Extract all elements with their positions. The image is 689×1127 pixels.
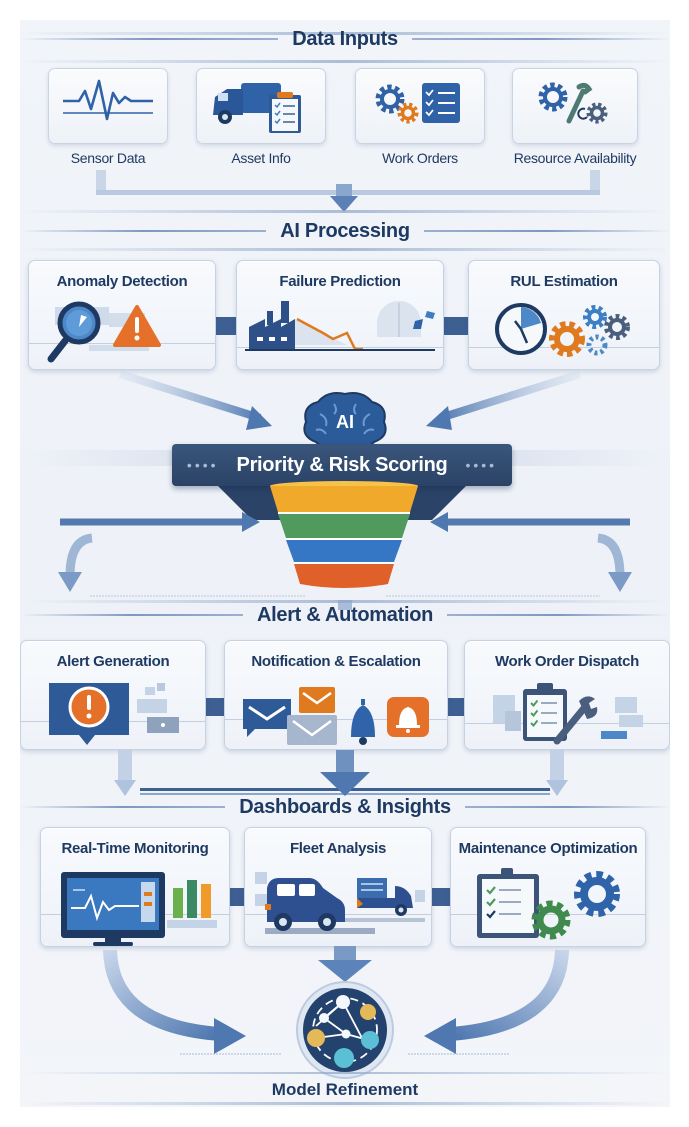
scoring-title: Priority & Risk Scoring (236, 453, 448, 476)
brain-label: AI (336, 412, 354, 432)
card-connector (444, 317, 468, 335)
header-line (20, 806, 226, 808)
checklist-gears-icon (477, 868, 620, 940)
card-title: Real-Time Monitoring (61, 840, 209, 857)
priority-risk-scoring-bar[interactable]: •••• Priority & Risk Scoring •••• (172, 444, 512, 486)
header-line (20, 230, 267, 232)
truck-clipboard-icon (213, 83, 301, 133)
factory-decline-icon (245, 301, 435, 351)
merge-arrow (114, 750, 568, 796)
divider (20, 600, 670, 603)
divider (20, 1072, 670, 1074)
card-work-order-dispatch[interactable]: Work Order Dispatch (464, 640, 670, 750)
input-label: Asset Info (231, 150, 291, 166)
card-baseline (237, 347, 443, 348)
gears-wrench-icon (538, 82, 608, 124)
card-connector (206, 698, 224, 716)
card-title: Maintenance Optimization (458, 840, 638, 857)
input-label: Sensor Data (70, 150, 146, 166)
monitor-chart-icon (61, 872, 217, 946)
section-title: Data Inputs (292, 27, 398, 50)
header-line (20, 614, 243, 616)
card-box (512, 68, 638, 144)
funnel-icon (270, 481, 418, 588)
input-card-sensor-data[interactable] (48, 68, 168, 144)
divider (20, 248, 670, 251)
mail-bell-icon (243, 687, 429, 745)
card-maintenance-optimization[interactable]: Maintenance Optimization (450, 827, 646, 947)
model-refinement-title: Model Refinement (271, 1080, 419, 1099)
card-box (48, 68, 168, 144)
input-card-work-orders[interactable] (355, 68, 485, 144)
ai-brain-icon: AI (303, 392, 387, 454)
section-header-alert-automation: Alert & Automation (20, 600, 670, 630)
card-title: RUL Estimation (510, 273, 618, 290)
header-line (411, 38, 670, 40)
decor-dots: •••• (465, 457, 498, 473)
header-line (423, 230, 670, 232)
clock-gears-icon (495, 303, 630, 357)
decor-dots: •••• (186, 457, 219, 473)
card-title: Alert Generation (56, 653, 170, 670)
header-line (464, 806, 670, 808)
card-anomaly-detection[interactable]: Anomaly Detection (28, 260, 216, 370)
divider (20, 60, 670, 63)
input-card-resource-availability[interactable] (512, 68, 638, 144)
card-alert-generation[interactable]: Alert Generation (20, 640, 206, 750)
diagram-panel: Data Inputs Sensor Data (20, 20, 670, 1107)
funnel-arrows (58, 512, 632, 610)
section-header-data-inputs: Data Inputs (20, 24, 670, 54)
card-title: Anomaly Detection (56, 273, 188, 290)
card-connector (230, 888, 244, 906)
input-card-asset-info[interactable] (196, 68, 326, 144)
card-rul-estimation[interactable]: RUL Estimation (468, 260, 660, 370)
gears-checklist-icon (375, 83, 460, 124)
section-header-dashboards: Dashboards & Insights (20, 792, 670, 822)
card-title: Failure Prediction (279, 273, 401, 290)
network-graph-icon (296, 981, 394, 1079)
card-notification-escalation[interactable]: Notification & Escalation (224, 640, 448, 750)
card-real-time-monitoring[interactable]: Real-Time Monitoring (40, 827, 230, 947)
card-box (196, 68, 326, 144)
vehicles-icon (255, 872, 425, 934)
card-failure-prediction[interactable]: Failure Prediction (236, 260, 444, 370)
header-line (447, 614, 670, 616)
section-title: Alert & Automation (256, 603, 434, 626)
card-fleet-analysis[interactable]: Fleet Analysis (244, 827, 432, 947)
section-title: Dashboards & Insights (239, 795, 451, 818)
card-connector (216, 317, 236, 335)
header-line (20, 38, 279, 40)
divider (20, 32, 670, 35)
card-baseline (451, 914, 645, 915)
merge-arrow (96, 170, 600, 212)
converge-arrows (118, 370, 582, 430)
input-label: Work Orders (382, 150, 458, 166)
section-title: AI Processing (280, 219, 410, 242)
converge-arrows-bottom (103, 946, 569, 1055)
waveform-icon (63, 79, 153, 121)
input-label: Resource Availability (513, 150, 637, 166)
divider (20, 1102, 670, 1105)
magnifier-warning-icon (47, 301, 161, 363)
card-box (355, 68, 485, 144)
card-title: Work Order Dispatch (494, 653, 640, 670)
card-connector (432, 888, 450, 906)
alert-bubble-icon (49, 683, 179, 745)
clipboard-wrench-icon (493, 683, 643, 745)
card-title: Fleet Analysis (289, 840, 387, 857)
card-connector (448, 698, 464, 716)
divider (20, 210, 670, 213)
card-title: Notification & Escalation (251, 653, 421, 670)
section-header-ai-processing: AI Processing (20, 216, 670, 246)
